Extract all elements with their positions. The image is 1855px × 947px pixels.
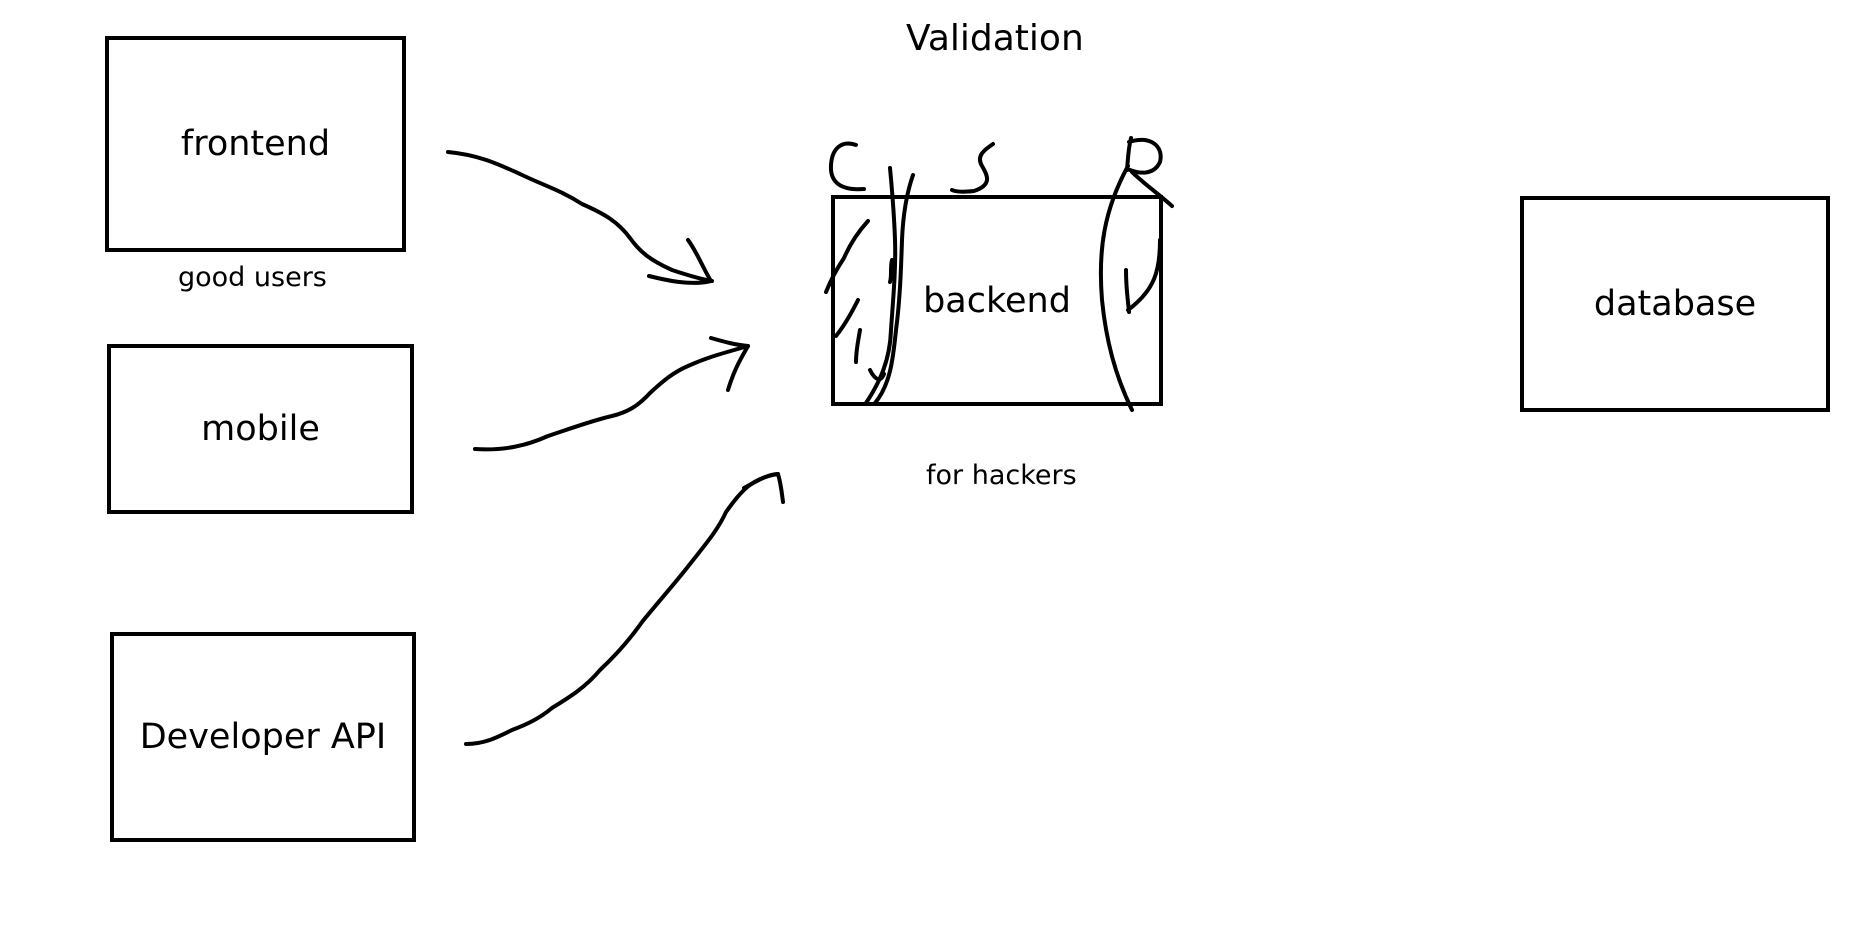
developer-api-label: Developer API (139, 717, 387, 757)
arrow-frontend-to-backend (446, 150, 714, 285)
developer-api-node: Developer API (110, 632, 416, 842)
database-label: database (1593, 284, 1757, 324)
frontend-node: frontend (105, 36, 406, 252)
letter-s-mark (950, 142, 995, 194)
for-hackers-caption: for hackers (926, 460, 1077, 491)
backend-label: backend (923, 280, 1071, 321)
mobile-node: mobile (107, 344, 414, 514)
good-users-caption: good users (178, 262, 327, 293)
arrow-developer-api-to-backend (464, 472, 785, 746)
arrow-mobile-to-backend (473, 336, 750, 452)
backend-node: backend (831, 195, 1163, 406)
letter-c-mark (828, 141, 866, 192)
database-node: database (1520, 196, 1830, 412)
mobile-label: mobile (201, 409, 320, 449)
frontend-label: frontend (180, 124, 331, 164)
diagram-title: Validation (906, 18, 1084, 59)
